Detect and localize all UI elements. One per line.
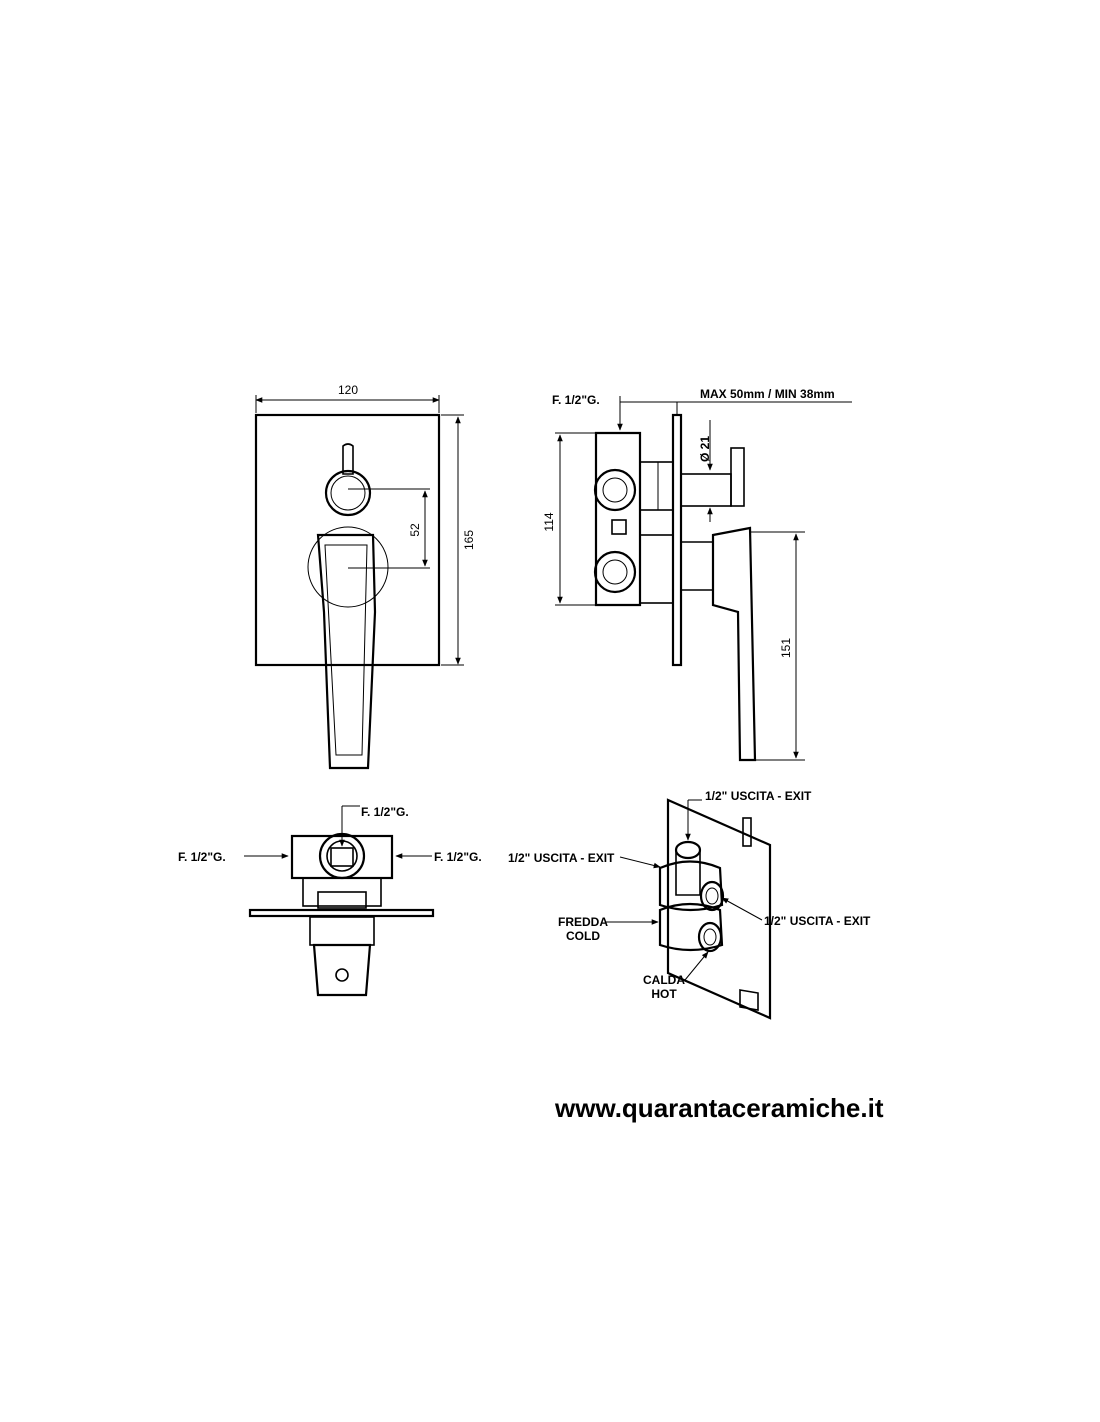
top-view: F. 1/2"G. F. 1/2"G. F. 1/2"G. xyxy=(178,805,482,997)
iso-cover-plate xyxy=(666,798,772,1020)
side-diverter-stem xyxy=(730,447,745,507)
diameter-label: Ø 21 xyxy=(698,436,712,462)
front-cover-plate xyxy=(254,413,441,667)
lever-height-label: 151 xyxy=(779,638,793,658)
top-cover-plate xyxy=(248,908,435,918)
cold-label-en: COLD xyxy=(566,929,600,943)
diverter-stem xyxy=(342,443,354,475)
iso-top-exit xyxy=(674,840,702,860)
top-connection-label: F. 1/2"G. xyxy=(361,805,409,819)
isometric-view: 1/2" USCITA - EXIT 1/2" USCITA - EXIT 1/… xyxy=(508,789,871,1020)
iso-exit-right-label: 1/2" USCITA - EXIT xyxy=(764,914,871,928)
side-lever xyxy=(711,526,757,762)
cold-label-it: FREDDA xyxy=(558,915,608,929)
left-connection-label: F. 1/2"G. xyxy=(178,850,226,864)
mixer-lever xyxy=(316,533,377,770)
lever-rosette xyxy=(307,526,389,608)
diverter-knob xyxy=(324,469,372,517)
diverter-cartridge xyxy=(639,461,674,511)
iso-exit-top-label: 1/2" USCITA - EXIT xyxy=(705,789,812,803)
height-dimension-label: 165 xyxy=(462,530,476,550)
side-view: F. 1/2"G. MAX 50mm / MIN 38mm Ø 21 114 1… xyxy=(542,387,852,762)
website-url: www.quarantaceramiche.it xyxy=(555,1093,884,1123)
top-lever xyxy=(312,943,372,997)
hot-label-en: HOT xyxy=(651,987,677,1001)
depth-dimension-label: MAX 50mm / MIN 38mm xyxy=(700,387,835,401)
side-connection-label: F. 1/2"G. xyxy=(552,393,600,407)
right-connection-label: F. 1/2"G. xyxy=(434,850,482,864)
hot-label-it: CALDA xyxy=(643,973,685,987)
iso-upper-body xyxy=(658,860,724,912)
iso-exit-left-label: 1/2" USCITA - EXIT xyxy=(508,851,615,865)
upper-outlet xyxy=(593,468,637,512)
lower-outlet xyxy=(593,550,637,594)
front-view: 120 165 52 xyxy=(254,383,476,770)
mixer-cartridge xyxy=(639,534,674,604)
iso-lower-body xyxy=(658,902,724,952)
width-dimension-label: 120 xyxy=(338,383,358,397)
spacing-dimension-label: 52 xyxy=(408,523,422,537)
body-height-label: 114 xyxy=(542,512,556,531)
side-cover-plate xyxy=(671,413,683,667)
